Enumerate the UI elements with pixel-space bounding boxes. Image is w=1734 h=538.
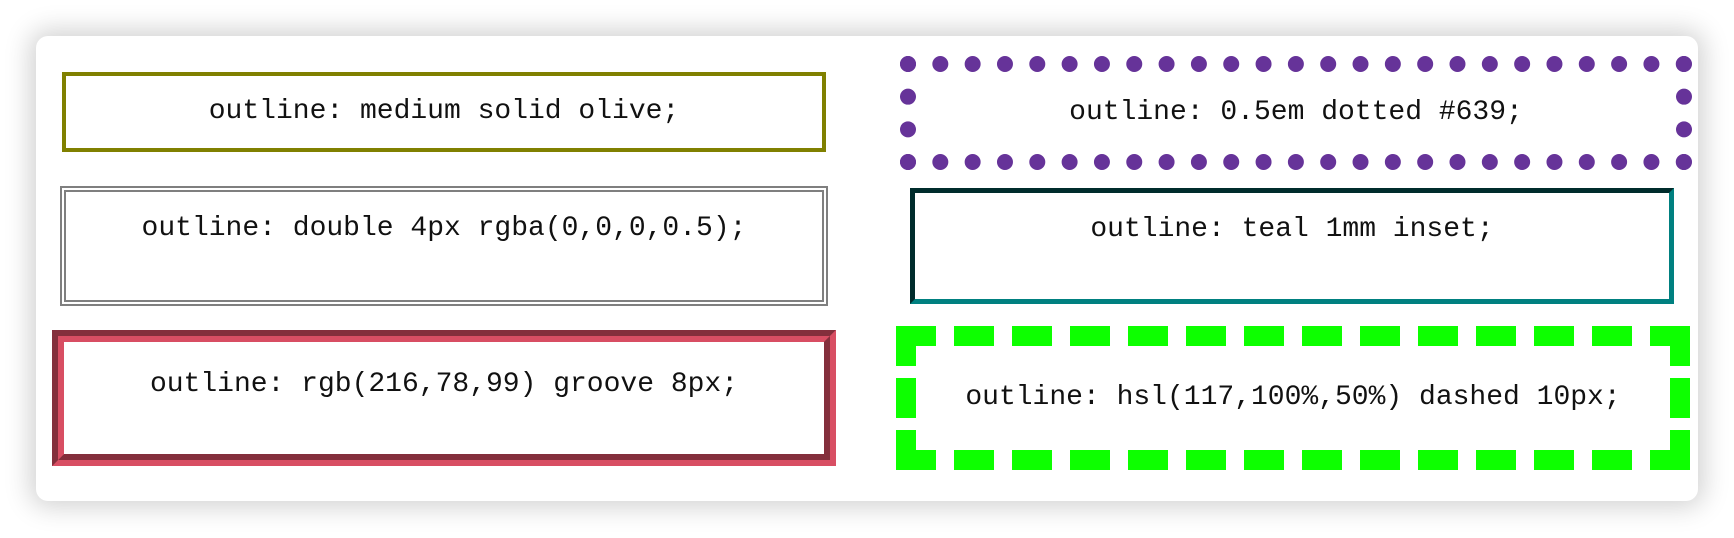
outline-olive-label: outline: medium solid olive; [208,96,680,127]
outline-double-box: outline: double 4px rgba(0,0,0,0.5); [60,186,828,306]
outline-dotted-label: outline: 0.5em dotted #639; [1069,97,1523,128]
outline-teal-box: outline: teal 1mm inset; [910,188,1674,304]
outline-groove-box: outline: rgb(216,78,99) groove 8px; [52,330,836,466]
outline-olive-box: outline: medium solid olive; [62,72,826,152]
outline-double-label: outline: double 4px rgba(0,0,0,0.5); [141,213,747,244]
demo-frame [36,36,1698,501]
outline-dotted-box: outline: 0.5em dotted #639; [900,56,1692,170]
outline-dashed-label: outline: hsl(117,100%,50%) dashed 10px; [965,382,1621,413]
outline-teal-label: outline: teal 1mm inset; [1090,214,1494,245]
outline-dashed-box: outline: hsl(117,100%,50%) dashed 10px; [896,326,1690,470]
outline-groove-label: outline: rgb(216,78,99) groove 8px; [149,369,739,400]
